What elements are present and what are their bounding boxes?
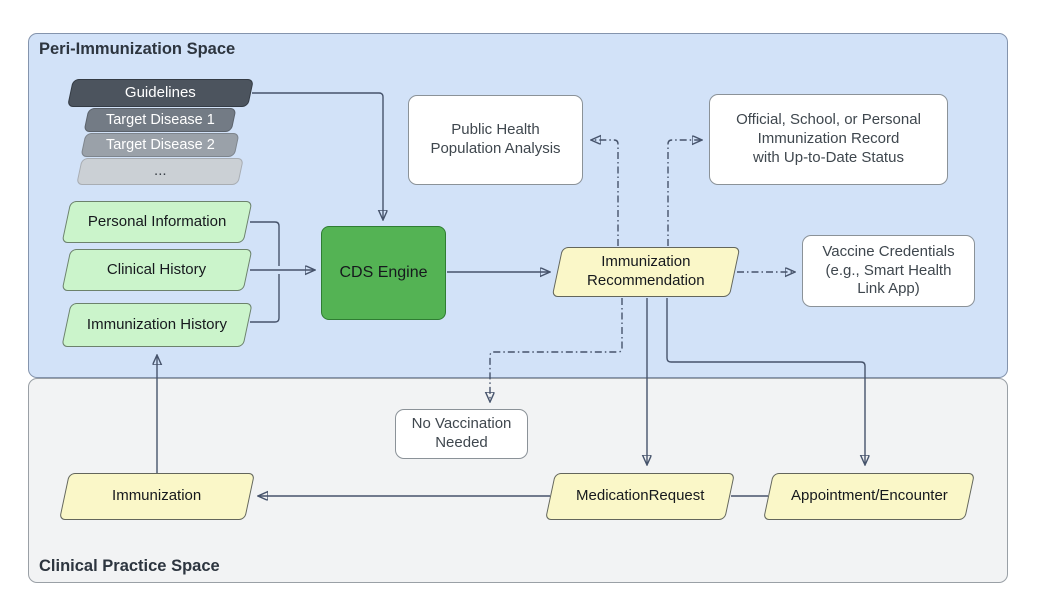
node-target-disease-1: Target Disease 1 bbox=[83, 108, 237, 132]
edge-recommendation-to-appointment bbox=[666, 298, 865, 464]
node-label: Public Health Population Analysis bbox=[430, 121, 561, 157]
node-label: Official, School, or Personal Immunizati… bbox=[736, 111, 921, 166]
edge-personal-information-join bbox=[250, 221, 280, 266]
region-peri-label: Peri-Immunization Space bbox=[39, 40, 236, 58]
node-appointment-encounter: Appointment/Encounter bbox=[763, 473, 975, 520]
node-label: ... bbox=[153, 162, 167, 180]
node-target-disease-2: Target Disease 2 bbox=[80, 133, 240, 157]
node-label: Immunization Recommendation bbox=[587, 253, 705, 289]
node-label: Immunization History bbox=[86, 315, 228, 333]
node-label: Vaccine Credentials (e.g., Smart Health … bbox=[822, 242, 955, 298]
node-label: No Vaccination Needed bbox=[411, 415, 512, 451]
node-label: CDS Engine bbox=[339, 264, 428, 281]
node-vaccine-credentials: Vaccine Credentials (e.g., Smart Health … bbox=[802, 235, 975, 307]
node-cds-engine: CDS Engine bbox=[321, 226, 446, 320]
edge-recommendation-to-public-health bbox=[592, 140, 619, 246]
node-immunization: Immunization bbox=[59, 473, 255, 520]
node-label: Clinical History bbox=[107, 260, 207, 278]
node-label: Guidelines bbox=[125, 83, 196, 101]
node-label: Appointment/Encounter bbox=[790, 487, 948, 505]
node-guidelines: Guidelines bbox=[67, 79, 254, 107]
node-label: MedicationRequest bbox=[575, 487, 705, 505]
region-clinical-label: Clinical Practice Space bbox=[39, 557, 220, 575]
edge-recommendation-to-no-vaccination bbox=[490, 298, 623, 401]
node-immunization-history: Immunization History bbox=[61, 303, 253, 347]
node-personal-information: Personal Information bbox=[61, 201, 253, 243]
node-target-disease-more: ... bbox=[76, 158, 244, 185]
node-medication-request: MedicationRequest bbox=[545, 473, 735, 520]
node-clinical-history: Clinical History bbox=[61, 249, 253, 291]
node-immunization-recommendation: Immunization Recommendation bbox=[551, 247, 741, 297]
node-no-vaccination-needed: No Vaccination Needed bbox=[395, 409, 528, 459]
node-label: Target Disease 2 bbox=[105, 136, 215, 153]
node-label: Personal Information bbox=[87, 212, 227, 230]
edge-immunization-history-join bbox=[250, 274, 280, 323]
node-label: Target Disease 1 bbox=[105, 111, 215, 128]
node-public-health-population-analysis: Public Health Population Analysis bbox=[408, 95, 583, 185]
node-label: Immunization bbox=[112, 487, 202, 505]
node-official-immunization-record: Official, School, or Personal Immunizati… bbox=[709, 94, 948, 185]
edge-guidelines-to-cds bbox=[252, 92, 383, 219]
edge-recommendation-to-official-record bbox=[667, 140, 701, 246]
